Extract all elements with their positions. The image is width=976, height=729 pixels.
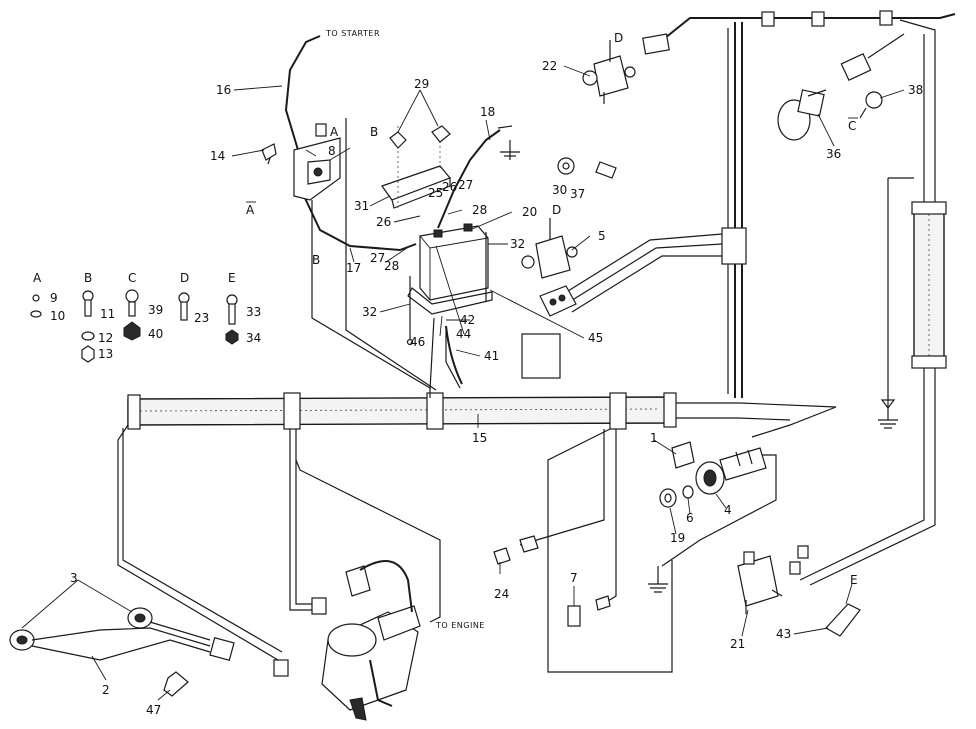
legend-b: B <box>84 271 92 285</box>
callout-1: 1 <box>650 431 658 445</box>
callout-21: 21 <box>730 637 745 651</box>
callout-22: 22 <box>542 59 557 73</box>
ground-bracket <box>261 123 341 201</box>
callout-6: 6 <box>686 511 694 525</box>
callout-32a: 32 <box>510 237 525 251</box>
upper-right-harness <box>642 10 956 586</box>
callout-44: 44 <box>456 327 471 341</box>
callout-23: 23 <box>194 311 209 325</box>
callout-18: 18 <box>480 105 495 119</box>
callout-30: 30 <box>552 183 567 197</box>
legend-a: A <box>33 271 42 285</box>
callout-26b: 26 <box>376 215 391 229</box>
callout-19: 19 <box>670 531 685 545</box>
callout-27a: 27 <box>458 178 473 192</box>
seat-switch-21 <box>737 545 809 614</box>
callout-20: 20 <box>522 205 537 219</box>
callout-24: 24 <box>494 587 509 601</box>
callout-37: 37 <box>570 187 585 201</box>
starter-motor <box>273 560 421 721</box>
callout-34: 34 <box>246 331 261 345</box>
callout-8: 8 <box>328 144 336 158</box>
callout-46: 46 <box>410 335 425 349</box>
callout-45: 45 <box>588 331 603 345</box>
callout-26a: 26 <box>442 180 457 194</box>
callout-32b: 32 <box>362 305 377 319</box>
ignition-switch <box>659 441 767 508</box>
callout-labels: TO STARTER TO ENGINE 16 14 8 29 18 22 31… <box>33 29 923 717</box>
to-engine-note: TO ENGINE <box>435 621 485 630</box>
right-vertical-harness <box>887 177 947 400</box>
callout-28b: 28 <box>384 259 399 273</box>
callout-5: 5 <box>598 229 606 243</box>
solenoid-5 <box>521 218 578 279</box>
ground-symbols <box>648 399 898 593</box>
callout-25: 25 <box>428 186 443 200</box>
mid-right-bundle <box>539 227 747 317</box>
solenoid-22 <box>582 40 636 104</box>
callout-28a: 28 <box>472 203 487 217</box>
ref-a-left: A <box>246 203 255 217</box>
decal-45 <box>521 333 561 379</box>
callout-43: 43 <box>776 627 791 641</box>
legend-c: C <box>128 271 136 285</box>
callout-11: 11 <box>100 307 115 321</box>
callout-47: 47 <box>146 703 161 717</box>
callout-41: 41 <box>484 349 499 363</box>
callout-39: 39 <box>148 303 163 317</box>
callout-2: 2 <box>102 683 110 697</box>
ref-b-low: B <box>312 253 320 267</box>
ref-e: E <box>850 573 858 587</box>
connectors-24-7 <box>493 535 611 627</box>
terminal-43 <box>825 603 861 637</box>
to-starter-note: TO STARTER <box>325 29 380 38</box>
callout-17: 17 <box>346 261 361 275</box>
harness-branch-wires <box>117 424 777 673</box>
callout-15: 15 <box>472 431 487 445</box>
ref-b-top: B <box>370 125 378 139</box>
small-hardware-30-37 <box>557 157 617 179</box>
callout-38: 38 <box>908 83 923 97</box>
callout-13: 13 <box>98 347 113 361</box>
callout-14: 14 <box>210 149 225 163</box>
callout-36: 36 <box>826 147 841 161</box>
battery <box>406 223 493 346</box>
ref-d-mid: D <box>552 203 561 217</box>
hose-41 <box>445 325 463 385</box>
callout-42: 42 <box>460 313 475 327</box>
callout-31: 31 <box>354 199 369 213</box>
ref-d-top: D <box>614 31 623 45</box>
ref-a-top: A <box>330 125 339 139</box>
legend-d: D <box>180 271 189 285</box>
callout-16: 16 <box>216 83 231 97</box>
callout-4: 4 <box>724 503 732 517</box>
main-harness <box>127 392 837 438</box>
callout-9: 9 <box>50 291 58 305</box>
ref-c: C <box>848 119 856 133</box>
callout-40: 40 <box>148 327 163 341</box>
legend-e: E <box>228 271 236 285</box>
callout-12: 12 <box>98 331 113 345</box>
callout-27b: 27 <box>370 251 385 265</box>
callout-3: 3 <box>70 571 78 585</box>
callout-10: 10 <box>50 309 65 323</box>
fuse-holder <box>381 125 451 210</box>
callout-29: 29 <box>414 77 429 91</box>
battery-cables <box>284 35 520 398</box>
headlight-harness <box>9 607 235 697</box>
leader-lines <box>21 65 905 701</box>
relay-36 <box>777 89 883 141</box>
callout-33: 33 <box>246 305 261 319</box>
callout-7: 7 <box>570 571 578 585</box>
reference-overbars <box>246 117 858 203</box>
hardware-legend <box>30 289 239 363</box>
